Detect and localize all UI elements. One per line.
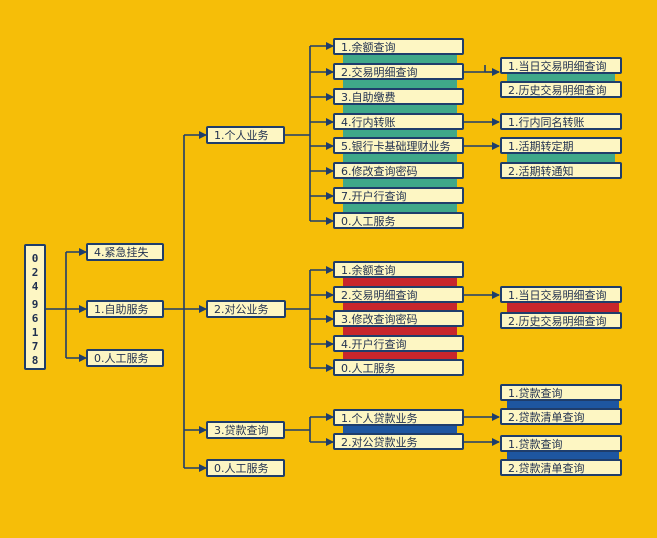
corporate-loan-sub-item: 1.贷款查询 [500, 435, 622, 452]
loan-item: 1.个人贷款业务 [333, 409, 464, 426]
corporate-loan-sub-item: 2.贷款清单查询 [500, 459, 622, 476]
personal-finance-sub-item: 2.活期转通知 [500, 162, 622, 179]
personal-finance-sub-item: 1.活期转定期 [500, 137, 622, 154]
personal-item: 2.交易明细查询 [333, 63, 464, 80]
personal-item: 1.余额查询 [333, 38, 464, 55]
loan-item: 2.对公贷款业务 [333, 433, 464, 450]
level1-self-service-node: 1.自助服务 [86, 300, 164, 318]
personal-transactions-sub-item: 2.历史交易明细查询 [500, 81, 622, 98]
connectors [46, 42, 500, 472]
level1-manual-node: 0.人工服务 [86, 349, 164, 367]
corporate-item: 4.开户行查询 [333, 335, 464, 352]
corporate-item: 3.修改查询密码 [333, 310, 464, 327]
corporate-item: 1.余额查询 [333, 261, 464, 278]
personal-item: 7.开户行查询 [333, 187, 464, 204]
root-digit: 7 [31, 340, 39, 353]
corporate-item: 0.人工服务 [333, 359, 464, 376]
level2-personal-node: 1.个人业务 [206, 126, 285, 144]
root-hotline-node: 0 2 4 9 6 1 7 8 [24, 244, 46, 370]
personal-transfer-sub-item: 1.行内同名转账 [500, 113, 622, 130]
root-digit: 0 [31, 252, 39, 265]
personal-loan-sub-item: 1.贷款查询 [500, 384, 622, 401]
level1-emergency-node: 4.紧急挂失 [86, 243, 164, 261]
personal-transactions-sub-item: 1.当日交易明细查询 [500, 57, 622, 74]
root-digit: 4 [31, 280, 39, 293]
root-digit: 2 [31, 266, 39, 279]
personal-item: 4.行内转账 [333, 113, 464, 130]
root-digit: 8 [31, 354, 39, 367]
personal-item: 5.银行卡基础理财业务 [333, 137, 464, 154]
corporate-transactions-sub-item: 2.历史交易明细查询 [500, 312, 622, 329]
personal-loan-sub-item: 2.贷款清单查询 [500, 408, 622, 425]
personal-item: 6.修改查询密码 [333, 162, 464, 179]
root-digit: 6 [31, 312, 39, 325]
level2-manual-node: 0.人工服务 [206, 459, 285, 477]
personal-item: 0.人工服务 [333, 212, 464, 229]
root-digit: 9 [31, 298, 39, 311]
corporate-transactions-sub-item: 1.当日交易明细查询 [500, 286, 622, 303]
personal-item: 3.自助缴费 [333, 88, 464, 105]
level2-loan-node: 3.贷款查询 [206, 421, 285, 439]
root-digit: 1 [31, 326, 39, 339]
level2-corporate-node: 2.对公业务 [206, 300, 286, 318]
corporate-item: 2.交易明细查询 [333, 286, 464, 303]
